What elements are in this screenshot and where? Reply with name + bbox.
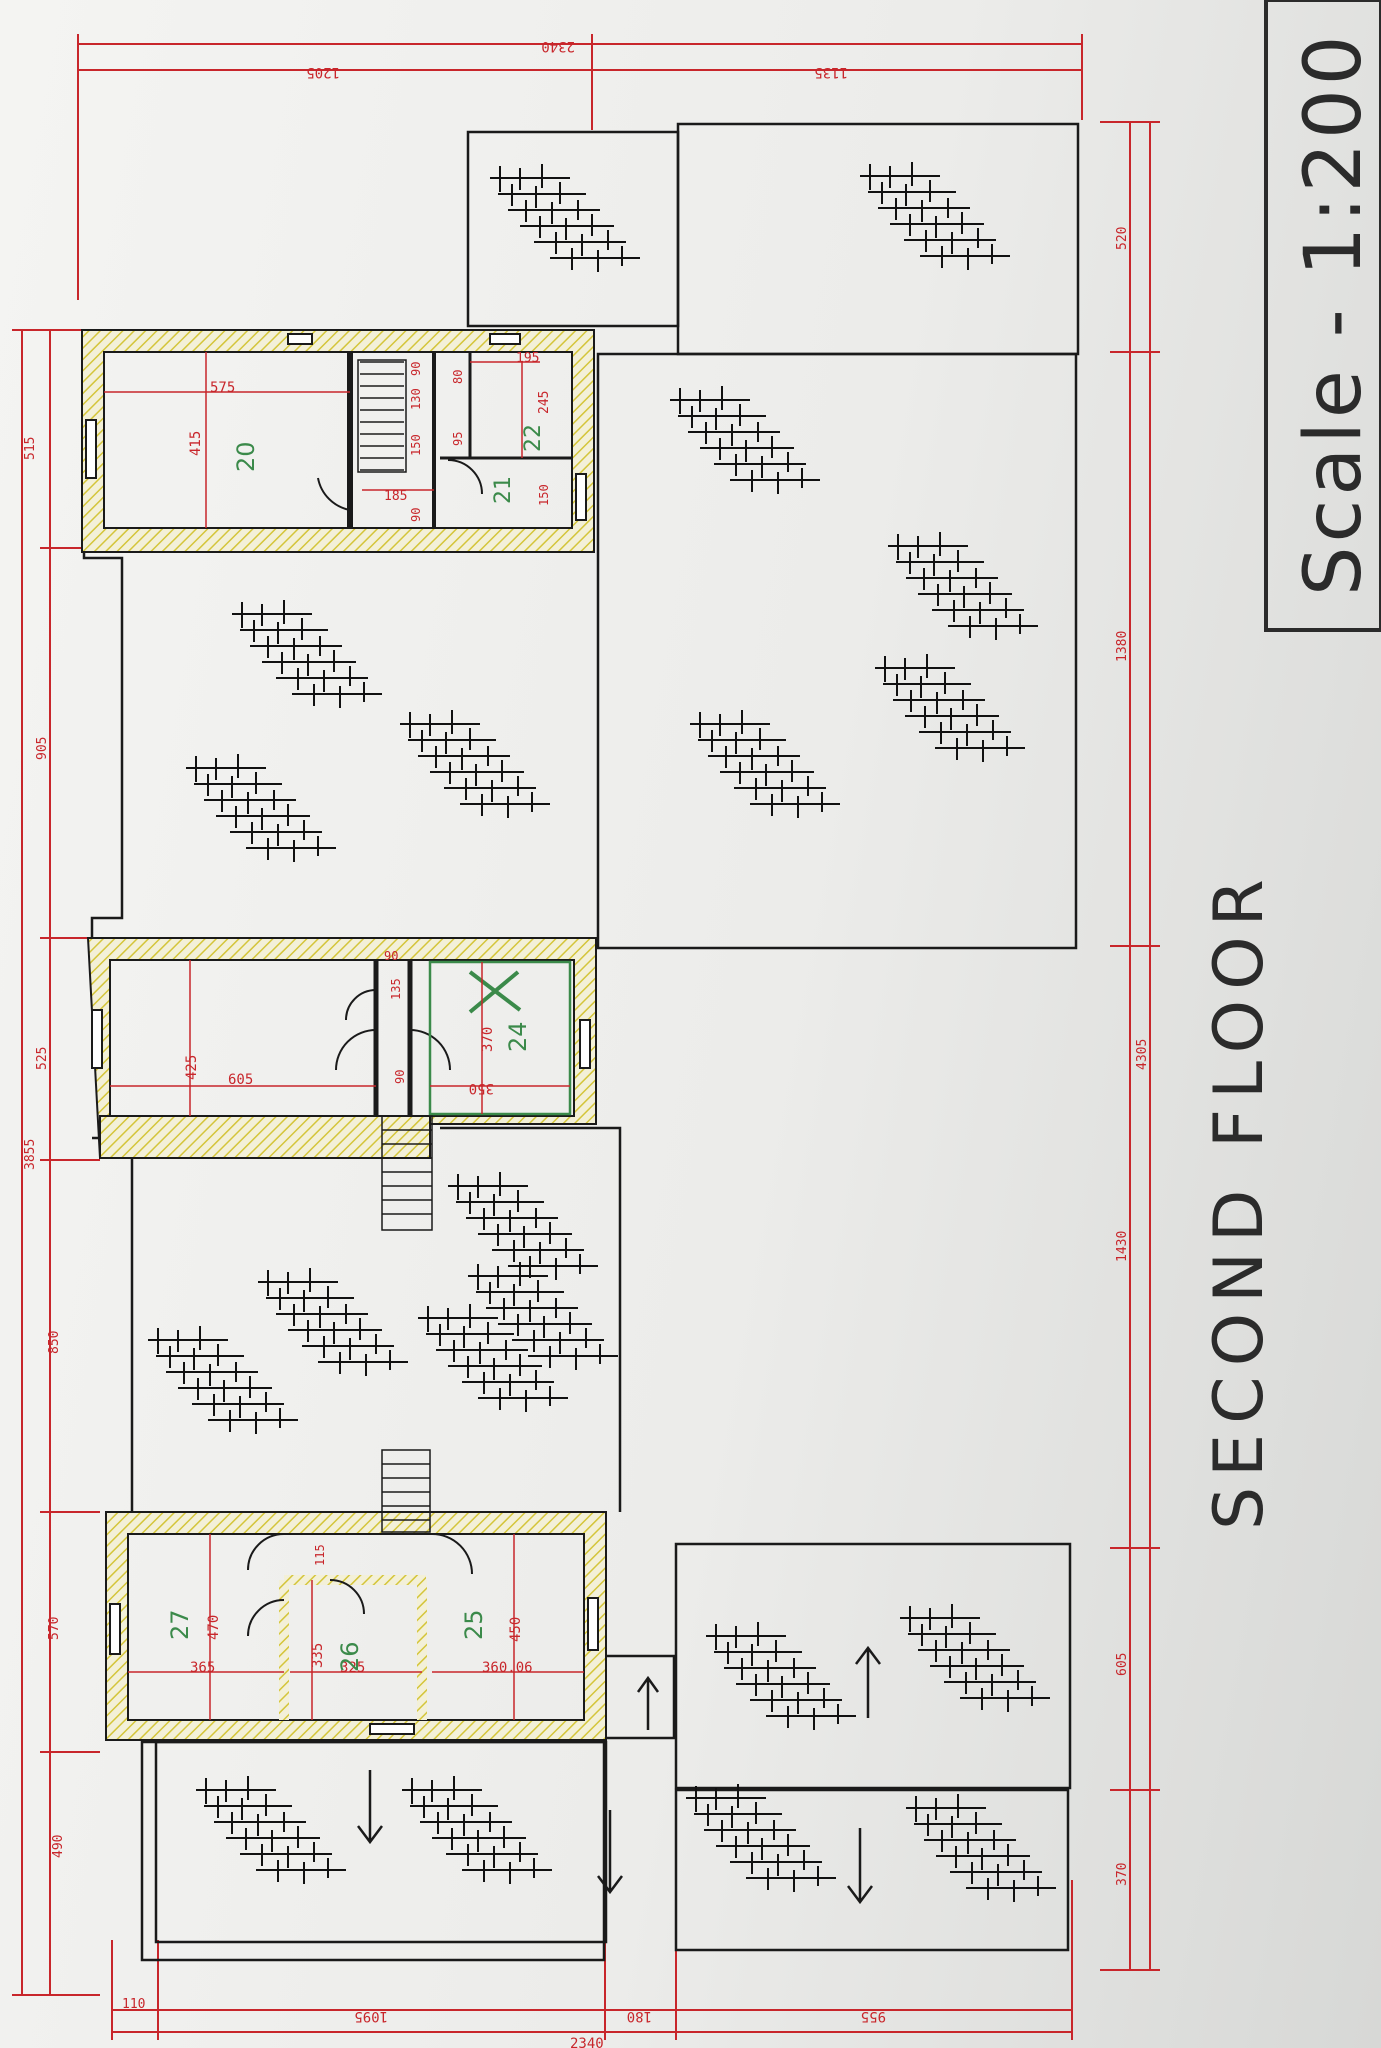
stair-top-b: 90 <box>409 362 423 376</box>
hall-mid-a: 90 <box>384 949 398 963</box>
r24-width: 350 <box>469 1080 494 1096</box>
building-outline <box>82 122 1080 1962</box>
r22-a: 195 <box>516 351 539 366</box>
r25-number: 25 <box>460 1609 488 1640</box>
stair-top-e: 90 <box>409 508 423 522</box>
dim-left-2: 905 <box>35 737 50 760</box>
stair-top-a: 150 <box>409 434 423 456</box>
r25-width: 360.06 <box>482 1660 533 1676</box>
r24-number: 24 <box>504 1021 532 1052</box>
dim-right-3: 1430 <box>1115 1231 1130 1262</box>
dim-bottom-right: 955 <box>861 2008 886 2024</box>
dim-right-total: 4305 <box>1135 1039 1150 1070</box>
direction-arrows <box>357 1645 881 1905</box>
dim-right-2: 1380 <box>1115 631 1130 662</box>
r27-height: 470 <box>206 1615 222 1640</box>
r22-number: 22 <box>521 424 546 452</box>
dimension-labels: 2340 1205 1135 2340 1095 180 955 110 385… <box>23 38 1150 2048</box>
unit-middle <box>86 937 597 1231</box>
dim-top-right: 1135 <box>814 64 848 80</box>
r22-c: 150 <box>537 484 551 506</box>
dim-top-total: 2340 <box>541 38 575 54</box>
dim-bottom-left: 1095 <box>354 2008 388 2024</box>
dim-right-5: 370 <box>1115 1863 1130 1886</box>
plan-title: SECOND FLOOR <box>1200 869 1279 1530</box>
hall-mid-e: 605 <box>228 1072 253 1088</box>
r22-b: 245 <box>537 391 552 414</box>
dim-right-4: 605 <box>1115 1653 1130 1676</box>
dim-top-left: 1205 <box>306 64 340 80</box>
dim-left-4: 850 <box>47 1331 62 1354</box>
r20-height: 415 <box>188 431 204 456</box>
hall-mid-d: 425 <box>184 1055 200 1080</box>
dim-bottom-corner: 110 <box>122 1997 145 2012</box>
room-labels: 575 415 20 150 90 130 80 90 185 95 21 19… <box>166 351 552 1676</box>
hall-bottom-a: 115 <box>313 1544 327 1566</box>
dim-left-6: 490 <box>51 1835 66 1858</box>
r26-number: 26 <box>336 1641 364 1672</box>
stair-top-d: 80 <box>451 370 465 384</box>
dim-left-1: 515 <box>23 437 38 460</box>
r21-a: 185 <box>384 489 407 504</box>
unit-top <box>81 329 595 553</box>
r21-number: 21 <box>491 476 516 504</box>
dim-bottom-mid: 180 <box>627 2008 652 2024</box>
r20-width: 575 <box>210 380 235 396</box>
dim-bottom-total: 2340 <box>570 2036 604 2048</box>
scale-box <box>1264 0 1381 632</box>
dim-left-total: 3855 <box>23 1139 38 1170</box>
r24-height: 370 <box>480 1027 496 1052</box>
dimension-lines <box>12 34 1160 2040</box>
scale-label: Scale - 1:200 <box>1289 32 1379 596</box>
dim-left-3: 525 <box>35 1047 50 1070</box>
dim-right-1: 520 <box>1115 227 1130 250</box>
r27-number: 27 <box>166 1609 194 1640</box>
stair-top-c: 130 <box>409 388 423 410</box>
hall-mid-c: 90 <box>393 1070 407 1084</box>
r20-number: 20 <box>232 441 260 472</box>
dim-left-5: 570 <box>47 1617 62 1640</box>
r27-width: 365 <box>190 1660 215 1676</box>
unit-bottom <box>105 1449 607 1741</box>
r26-height: 335 <box>310 1643 326 1668</box>
r26-width: 325 <box>340 1660 365 1676</box>
hall-mid-b: 135 <box>389 978 403 1000</box>
r21-b: 95 <box>451 432 465 446</box>
r25-height: 450 <box>508 1617 524 1642</box>
